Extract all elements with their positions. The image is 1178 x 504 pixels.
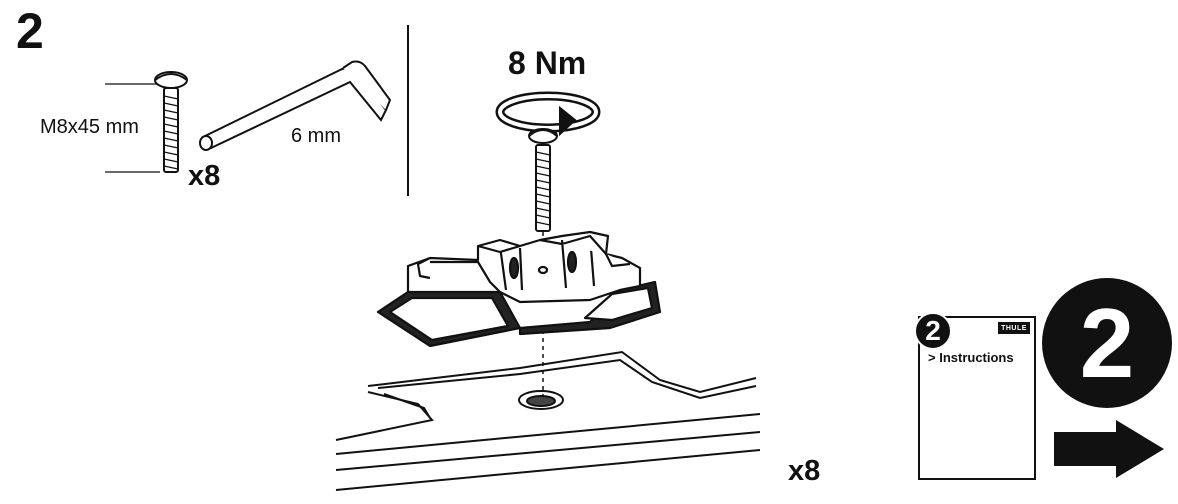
hex-key-icon xyxy=(199,60,392,151)
screw-size-label: M8x45 mm xyxy=(40,116,139,138)
next-step-arrow-icon xyxy=(1054,420,1164,478)
hex-key-size-label: 6 mm xyxy=(291,125,341,147)
foot-pad-icon xyxy=(376,230,662,348)
screw-part-icon xyxy=(105,71,188,173)
booklet-title: > Instructions xyxy=(928,350,1014,365)
assembly-quantity: x8 xyxy=(788,455,821,487)
screw-quantity: x8 xyxy=(188,160,221,192)
booklet-step-badge: 2 xyxy=(914,312,952,350)
torque-arrow-icon xyxy=(495,91,601,137)
roof-rail-icon xyxy=(335,350,761,491)
step-number: 2 xyxy=(16,3,44,59)
bolt-icon xyxy=(528,128,558,232)
booklet-brand-logo: THULE xyxy=(998,322,1030,334)
torque-value: 8 Nm xyxy=(508,45,587,81)
next-step-badge: 2 xyxy=(1042,278,1172,408)
